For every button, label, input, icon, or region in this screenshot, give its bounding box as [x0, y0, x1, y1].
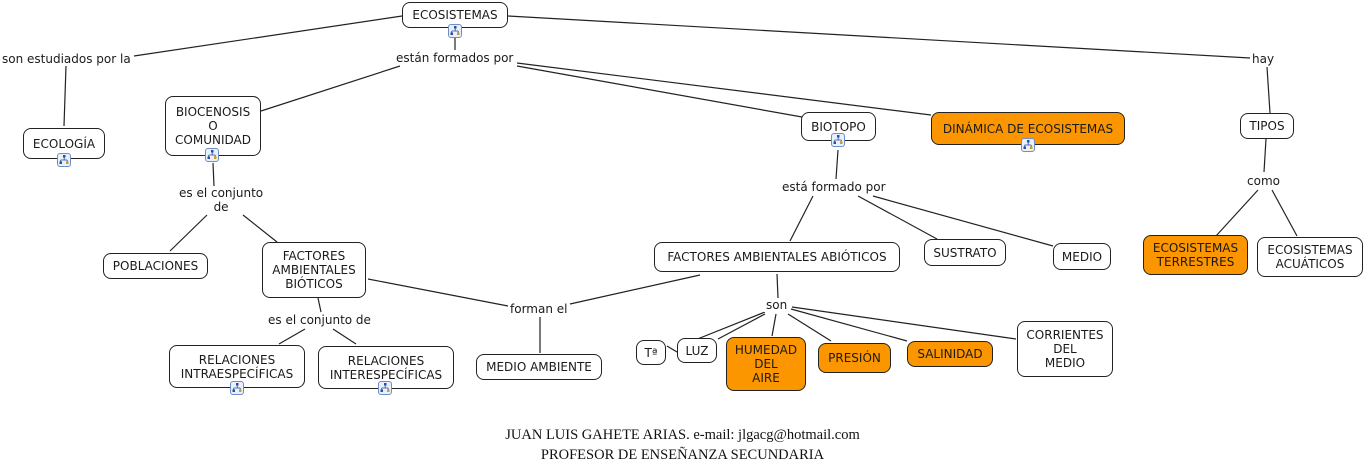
submap-icon[interactable]: [230, 381, 244, 395]
phrase-estudiados[interactable]: son estudiados por la: [0, 52, 133, 66]
link: [242, 214, 278, 243]
submap-icon[interactable]: [378, 381, 392, 395]
concept-factores-bioticos[interactable]: FACTORES AMBIENTALES BIÓTICOS: [262, 242, 366, 298]
footer-title: PROFESOR DE ENSEÑANZA SECUNDARIA: [540, 447, 825, 463]
phrase-conjunto-biocenosis[interactable]: es el conjunto de: [177, 186, 266, 214]
phrase-como[interactable]: como: [1245, 174, 1282, 188]
concept-medio[interactable]: MEDIO: [1053, 243, 1111, 270]
link: [1266, 66, 1271, 114]
link: [790, 308, 908, 342]
concept-relaciones-intraespecificas[interactable]: RELACIONES INTRAESPECÍFICAS: [169, 345, 305, 388]
link: [63, 65, 67, 127]
submap-icon[interactable]: [205, 148, 219, 162]
phrase-formados[interactable]: están formados por: [394, 51, 516, 65]
link: [278, 328, 306, 345]
concept-ecosistemas[interactable]: ECOSISTEMAS: [402, 2, 508, 28]
concept-ecosistemas-terrestres[interactable]: ECOSISTEMAS TERRESTRES: [1143, 235, 1248, 275]
link: [317, 297, 322, 313]
link: [689, 311, 766, 343]
concept-presion[interactable]: PRESIÓN: [818, 343, 891, 373]
concept-luz[interactable]: LUZ: [677, 338, 717, 363]
link: [516, 62, 932, 116]
concept-salinidad[interactable]: SALINIDAD: [907, 341, 993, 367]
submap-icon[interactable]: [57, 153, 71, 167]
concept-sustrato[interactable]: SUSTRATO: [924, 239, 1006, 266]
link: [872, 195, 1054, 247]
link: [776, 273, 779, 299]
concept-factores-abioticos[interactable]: FACTORES AMBIENTALES ABIÓTICOS: [654, 242, 900, 272]
phrase-hay[interactable]: hay: [1250, 52, 1277, 66]
link: [569, 274, 701, 305]
concept-poblaciones[interactable]: POBLACIONES: [103, 253, 208, 279]
concept-corrientes-medio[interactable]: CORRIENTES DEL MEDIO: [1017, 321, 1113, 377]
link: [771, 313, 777, 337]
footer-author: JUAN LUIS GAHETE ARIAS. e-mail: jlgacg@h…: [505, 427, 860, 443]
link: [212, 162, 215, 187]
phrase-formado[interactable]: está formado por: [780, 180, 888, 194]
link: [169, 214, 208, 252]
link: [857, 195, 938, 240]
concept-biocenosis[interactable]: BIOCENOSIS O COMUNIDAD: [165, 96, 261, 156]
phrase-forman[interactable]: forman el: [508, 302, 570, 316]
submap-icon[interactable]: [1021, 138, 1035, 152]
phrase-son[interactable]: son: [764, 298, 790, 312]
concept-temperatura[interactable]: Tª: [636, 340, 666, 365]
link: [787, 313, 832, 342]
submap-icon[interactable]: [831, 133, 845, 147]
link: [507, 15, 1251, 59]
submap-icon[interactable]: [448, 24, 462, 38]
concept-medio-ambiente[interactable]: MEDIO AMBIENTE: [476, 354, 602, 380]
link: [717, 313, 766, 340]
concept-ecosistemas-acuaticos[interactable]: ECOSISTEMAS ACUÁTICOS: [1257, 237, 1363, 277]
link: [516, 65, 803, 118]
link: [367, 278, 509, 307]
link: [1215, 189, 1259, 237]
link: [1263, 138, 1267, 173]
phrase-conjunto-relaciones[interactable]: es el conjunto de: [266, 313, 373, 327]
link: [1271, 189, 1298, 237]
link: [133, 15, 403, 57]
link: [789, 195, 814, 242]
concept-tipos[interactable]: TIPOS: [1240, 113, 1294, 139]
link: [791, 306, 1017, 340]
link: [835, 149, 839, 180]
concept-humedad-aire[interactable]: HUMEDAD DEL AIRE: [726, 337, 806, 391]
link: [260, 65, 401, 112]
link: [666, 345, 678, 353]
link: [332, 328, 357, 345]
